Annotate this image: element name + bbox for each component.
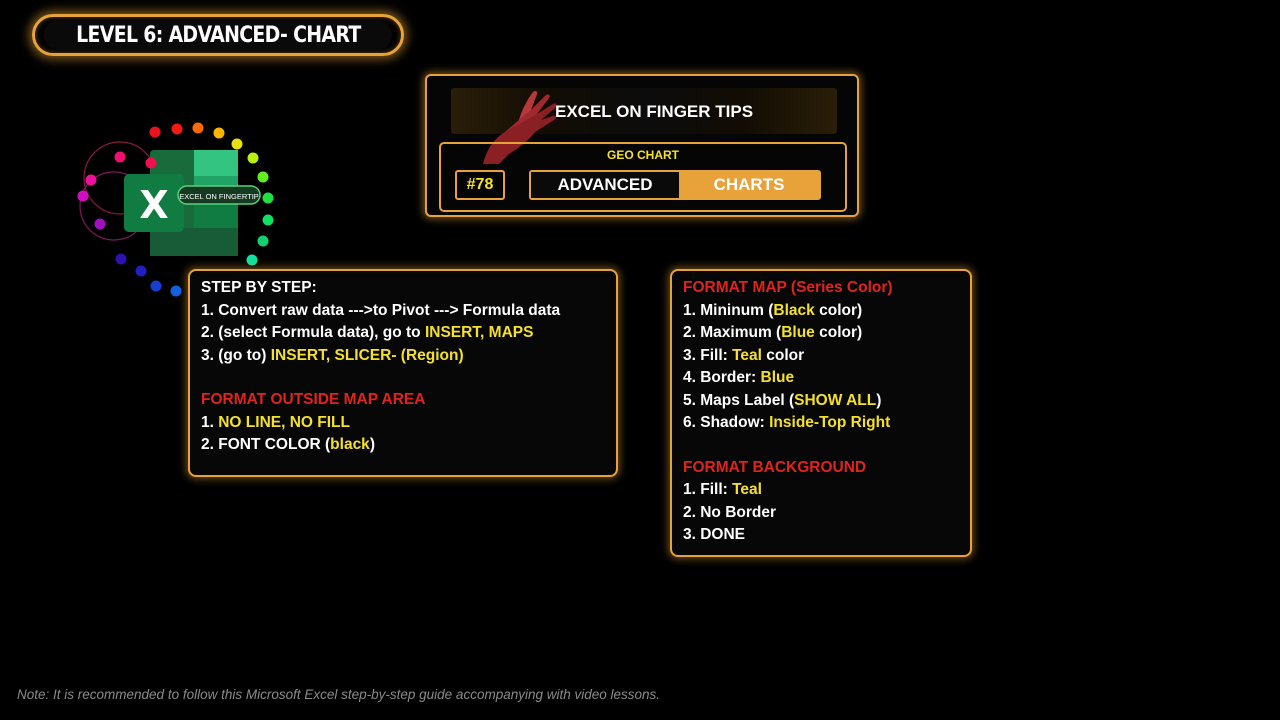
excel-sheet-band-4 bbox=[150, 228, 238, 256]
lesson-number-badge: #78 bbox=[455, 170, 505, 200]
format-background-item: 3. DONE bbox=[683, 526, 746, 543]
step-item: 2. (select Formula data), go to INSERT, … bbox=[201, 324, 534, 341]
brand-title: EXCEL ON FINGER TIPS bbox=[555, 102, 754, 121]
lesson-category-bar: ADVANCED CHARTS bbox=[529, 170, 821, 200]
format-map-item: 1. Mininum (Black color) bbox=[683, 301, 863, 319]
format-outside-heading: FORMAT OUTSIDE MAP AREA bbox=[201, 391, 426, 408]
excel-sheet-band-3 bbox=[194, 202, 238, 228]
format-map-item: 2. Maximum (Blue color) bbox=[683, 324, 863, 341]
lesson-topic: CHARTS bbox=[679, 172, 819, 198]
step-item: 1. Convert raw data --->to Pivot ---> Fo… bbox=[201, 301, 561, 319]
format-background-heading: FORMAT BACKGROUND bbox=[683, 458, 867, 476]
excel-logo: X EXCEL ON FINGERTIP bbox=[77, 122, 274, 297]
level-banner-inner: LEVEL 6: ADVANCED- CHART bbox=[44, 20, 392, 50]
lesson-info-card: GEO CHART #78 ADVANCED CHARTS bbox=[439, 142, 847, 212]
logo-badge bbox=[177, 185, 261, 205]
format-outside-item: 2. FONT COLOR (black) bbox=[201, 436, 375, 453]
excel-sheet-band-1 bbox=[194, 150, 238, 176]
steps-heading: STEP BY STEP: bbox=[201, 279, 317, 296]
level-title: LEVEL 6: ADVANCED- CHART bbox=[75, 22, 361, 48]
level-banner: LEVEL 6: ADVANCED- CHART bbox=[32, 14, 404, 56]
format-outside-item: 1. NO LINE, NO FILL bbox=[201, 413, 350, 431]
lesson-subtitle: GEO CHART bbox=[607, 148, 679, 162]
format-background-item: 2. No Border bbox=[683, 503, 777, 521]
excel-x-tile bbox=[124, 174, 184, 232]
format-map-item: 4. Border: Blue bbox=[683, 369, 795, 386]
format-map-item: 3. Fill: Teal color bbox=[683, 346, 805, 364]
pointing-hand-icon bbox=[483, 90, 557, 164]
format-map-item: 6. Shadow: Inside-Top Right bbox=[683, 414, 891, 431]
format-map-item: 5. Maps Label (SHOW ALL) bbox=[683, 391, 882, 409]
format-background-item: 1. Fill: Teal bbox=[683, 481, 762, 498]
step-item: 3. (go to) INSERT, SLICER- (Region) bbox=[201, 346, 464, 364]
logo-badge-text: EXCEL ON FINGERTIP bbox=[179, 192, 259, 201]
footer-note: Note: It is recommended to follow this M… bbox=[17, 687, 661, 702]
lesson-category: ADVANCED bbox=[531, 172, 679, 198]
excel-x-letter: X bbox=[139, 183, 168, 227]
format-map-heading: FORMAT MAP (Series Color) bbox=[683, 279, 893, 296]
format-map-panel: FORMAT MAP (Series Color) 1. Mininum (Bl… bbox=[670, 269, 972, 557]
steps-panel: STEP BY STEP: 1. Convert raw data --->to… bbox=[188, 269, 618, 477]
brand-card: EXCEL ON FINGER TIPS GEO CHART #78 ADVAN… bbox=[425, 74, 859, 217]
